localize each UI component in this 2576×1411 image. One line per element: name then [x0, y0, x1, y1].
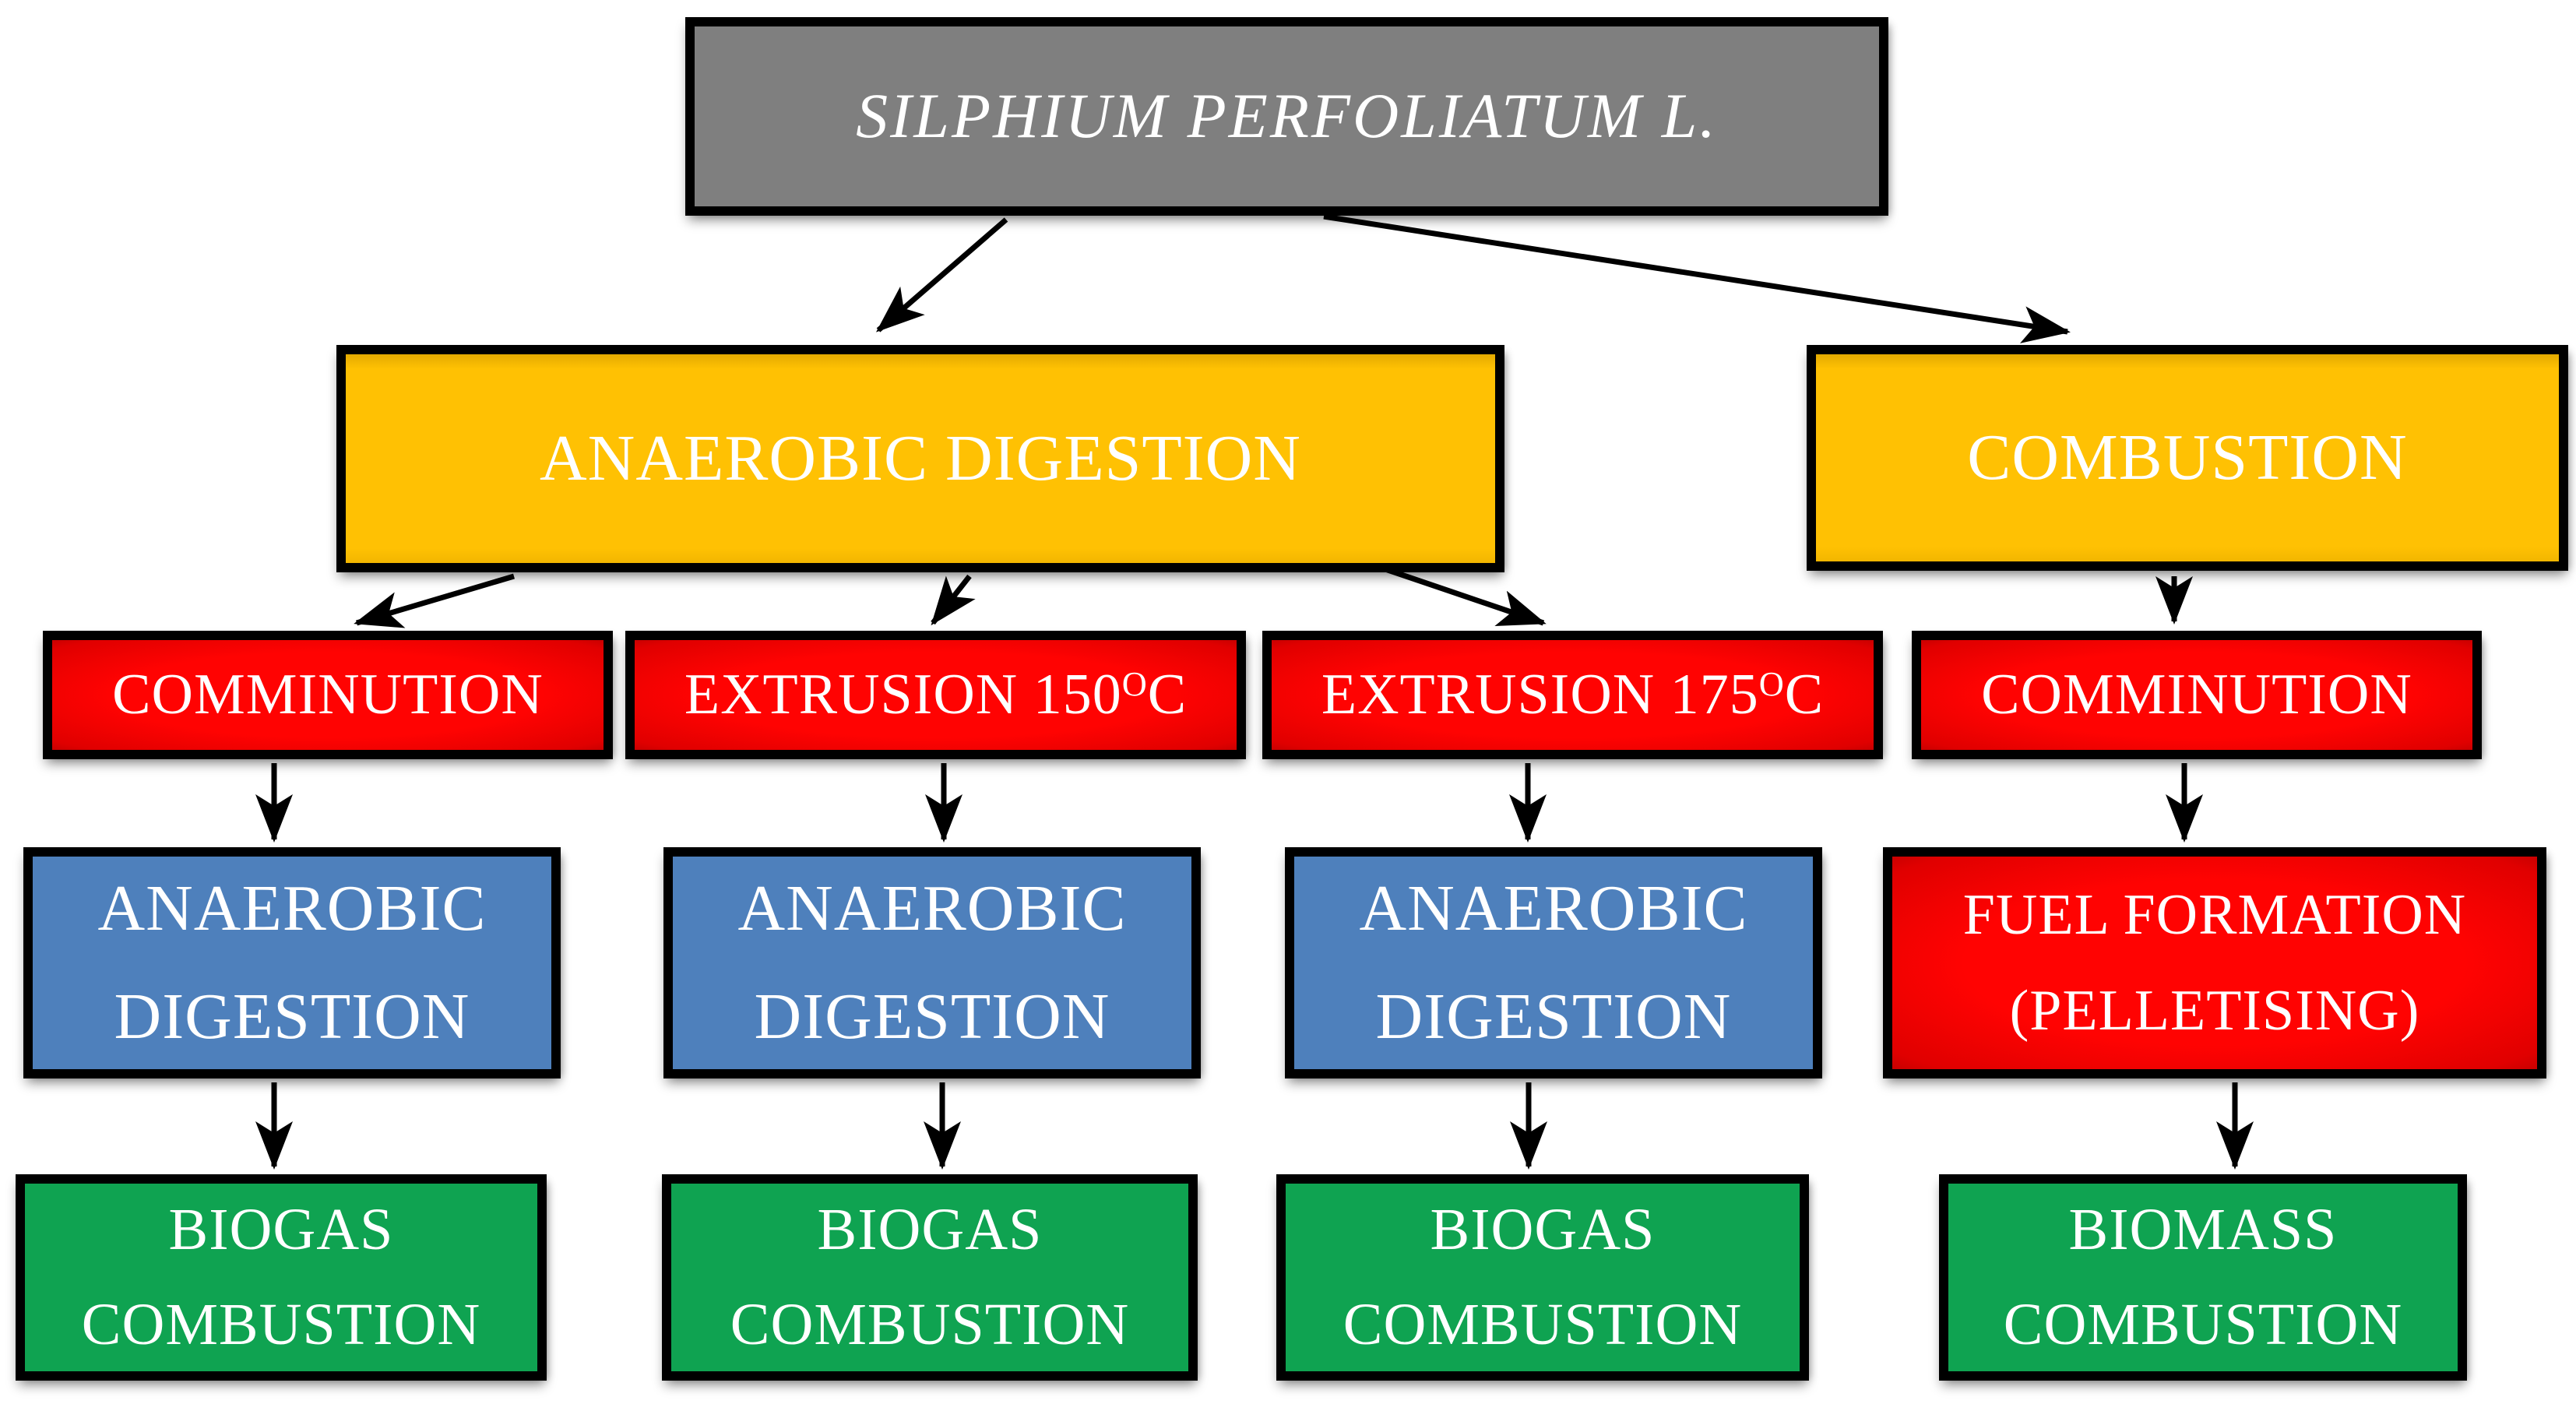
node-label-line2: DIGESTION [114, 980, 470, 1053]
node-combustion-main: COMBUSTION [1807, 345, 2568, 571]
node-label-line1: BIOGAS [1430, 1196, 1656, 1262]
extrusion-150-text: EXTRUSION 150 [684, 663, 1122, 727]
node-anaerobic-digestion-2: ANAEROBIC DIGESTION [663, 847, 1201, 1078]
celsius-unit: C [1147, 663, 1188, 727]
node-label-line2: COMBUSTION [1343, 1291, 1743, 1357]
node-label-line2: COMBUSTION [81, 1291, 481, 1357]
node-label-line1: ANAEROBIC [737, 871, 1127, 945]
node-biogas-combustion-1: BIOGAS COMBUSTION [16, 1174, 547, 1381]
node-label: COMMINUTION [1981, 663, 2412, 727]
degree-superscript: O [1758, 664, 1785, 704]
node-label-line1: BIOMASS [2068, 1196, 2338, 1262]
flow-arrow [1323, 213, 2071, 343]
extrusion-175-text: EXTRUSION 175 [1321, 663, 1759, 727]
node-anaerobic-digestion-main: ANAEROBIC DIGESTION [336, 345, 1504, 572]
flow-arrow [931, 574, 976, 626]
node-label: EXTRUSION 175OC [1321, 660, 1824, 730]
node-fuel-formation-pelletising: FUEL FORMATION (PELLETISING) [1883, 847, 2546, 1078]
node-label-line2: (PELLETISING) [2009, 978, 2420, 1043]
node-label-line2: COMBUSTION [730, 1291, 1130, 1357]
node-label: COMBUSTION [1967, 420, 2408, 494]
node-biogas-combustion-3: BIOGAS COMBUSTION [1276, 1174, 1809, 1381]
node-label: EXTRUSION 150OC [684, 660, 1187, 730]
celsius-unit: C [1784, 663, 1825, 727]
node-label-line2: COMBUSTION [2003, 1291, 2403, 1357]
flow-arrow [354, 573, 515, 628]
node-label: COMMINUTION [112, 663, 544, 727]
node-biogas-combustion-2: BIOGAS COMBUSTION [662, 1174, 1198, 1381]
node-label: SILPHIUM PERFOLIATUM L. [856, 80, 1718, 152]
node-biomass-combustion: BIOMASS COMBUSTION [1939, 1174, 2467, 1381]
node-label-line1: FUEL FORMATION [1962, 883, 2467, 948]
node-silphium-perfoliatum: SILPHIUM PERFOLIATUM L. [685, 17, 1888, 216]
node-extrusion-150: EXTRUSION 150OC [625, 631, 1246, 759]
degree-superscript: O [1121, 664, 1148, 704]
flow-arrow [875, 217, 1008, 333]
node-comminution-left: COMMINUTION [43, 631, 613, 759]
node-label: ANAEROBIC DIGESTION [540, 421, 1301, 494]
node-label-line2: DIGESTION [1375, 980, 1732, 1053]
node-anaerobic-digestion-3: ANAEROBIC DIGESTION [1285, 847, 1822, 1078]
node-extrusion-175: EXTRUSION 175OC [1262, 631, 1883, 759]
node-label-line2: DIGESTION [754, 980, 1110, 1053]
node-label-line1: BIOGAS [168, 1196, 394, 1262]
node-anaerobic-digestion-1: ANAEROBIC DIGESTION [23, 847, 561, 1078]
node-label-line1: BIOGAS [817, 1196, 1043, 1262]
node-label-line1: ANAEROBIC [1359, 871, 1748, 945]
node-comminution-right: COMMINUTION [1912, 631, 2482, 759]
node-label-line1: ANAEROBIC [97, 871, 487, 945]
